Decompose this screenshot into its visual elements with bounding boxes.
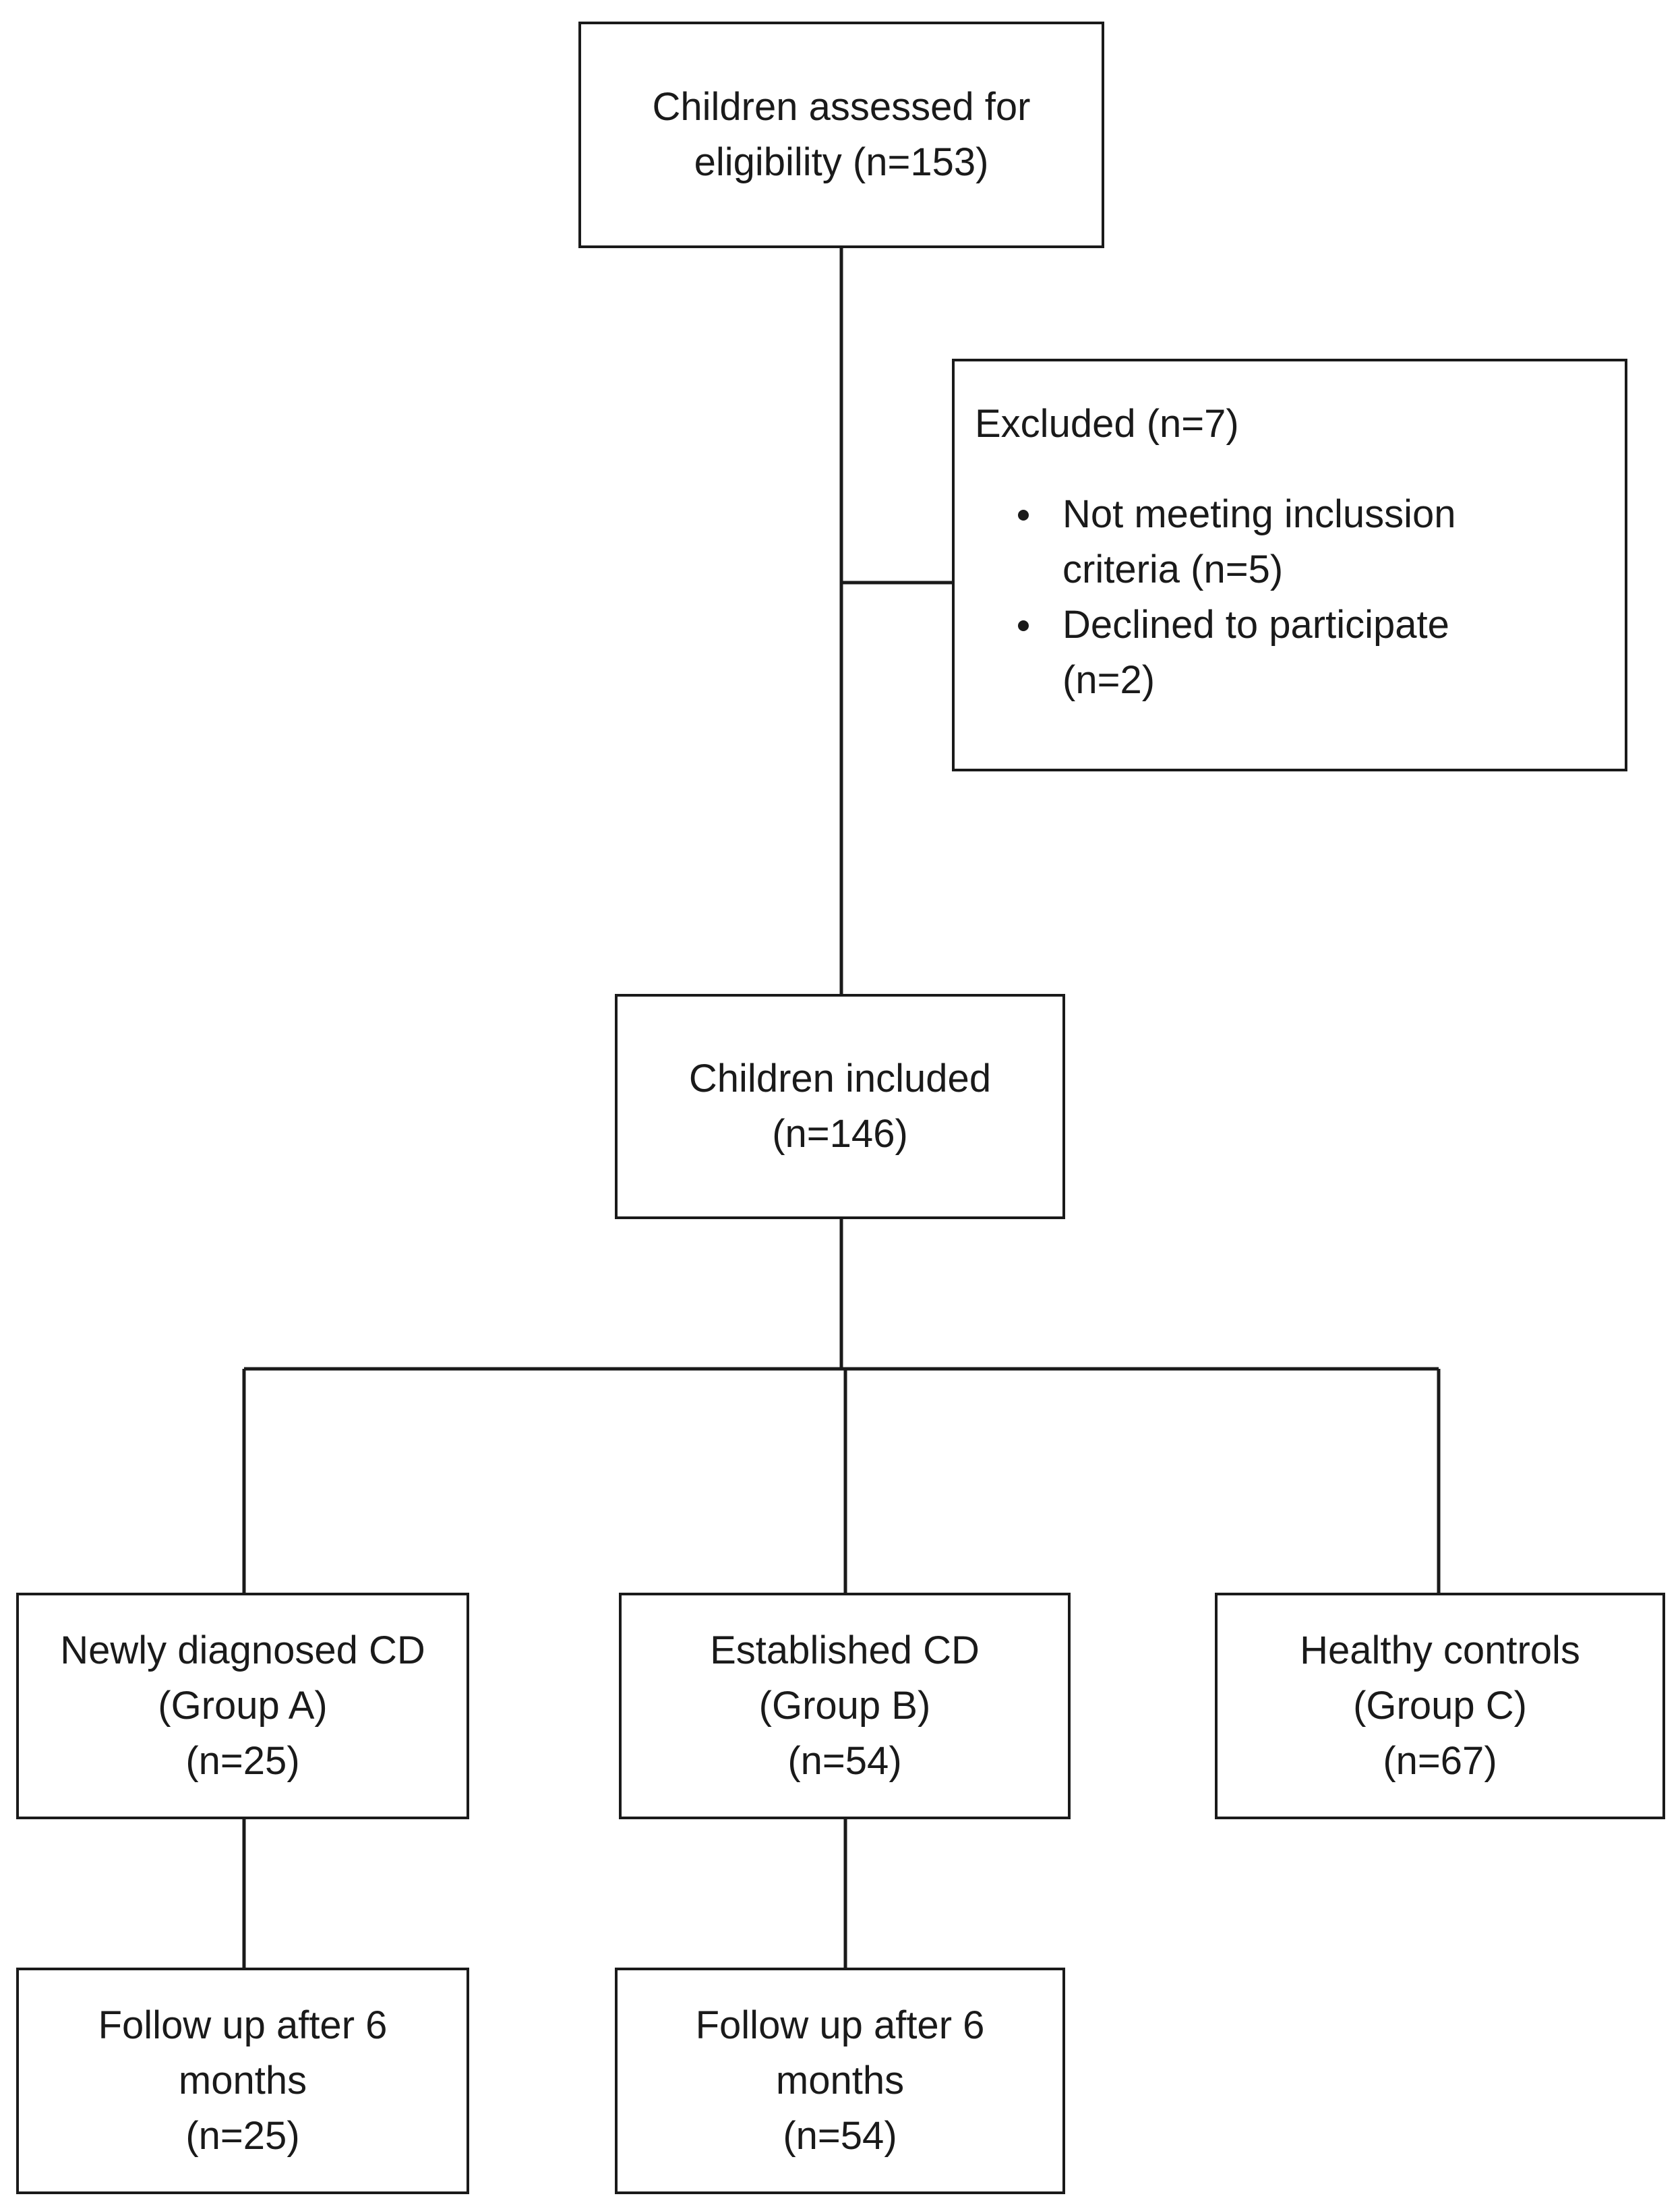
exclusion-reason-1-line-1: Not meeting inclussion (1062, 492, 1456, 536)
followup-a-box: Follow up after 6 months (n=25) (16, 1968, 469, 2194)
group-c-line-1: Healthy controls (1300, 1628, 1580, 1672)
followup-a-line-2: months (178, 2059, 307, 2102)
group-a-line-1: Newly diagnosed CD (60, 1628, 425, 1672)
group-b-line-1: Established CD (710, 1628, 980, 1672)
group-a-box: Newly diagnosed CD (Group A) (n=25) (16, 1593, 469, 1819)
followup-b-line-3: (n=54) (783, 2114, 897, 2158)
followup-b-line-2: months (775, 2059, 905, 2102)
group-b-line-3: (n=54) (787, 1739, 902, 1783)
followup-b-line-1: Follow up after 6 (695, 2003, 985, 2047)
followup-a-line-3: (n=25) (185, 2114, 300, 2158)
exclusion-reason-2-line-1: Declined to participate (1062, 603, 1449, 647)
exclusion-reason-item: Not meeting inclussion criteria (n=5) (1018, 487, 1456, 597)
assessed-box: Children assessed for eligibility (n=153… (578, 22, 1104, 248)
followup-b-box: Follow up after 6 months (n=54) (615, 1968, 1065, 2194)
followup-a-line-1: Follow up after 6 (98, 2003, 388, 2047)
included-box: Children included (n=146) (615, 994, 1065, 1219)
group-c-box: Healthy controls (Group C) (n=67) (1215, 1593, 1665, 1819)
assessed-line-2: eligibility (n=153) (694, 140, 989, 184)
excluded-box: Excluded (n=7) Not meeting inclussion cr… (952, 359, 1627, 771)
group-b-box: Established CD (Group B) (n=54) (619, 1593, 1071, 1819)
exclusion-reason-1-line-2: criteria (n=5) (1062, 548, 1284, 591)
excluded-title: Excluded (n=7) (975, 402, 1239, 446)
group-c-line-3: (n=67) (1383, 1739, 1497, 1783)
group-a-line-2: (Group A) (158, 1684, 328, 1728)
exclusion-reason-item: Declined to participate (n=2) (1018, 597, 1456, 708)
included-line-2: (n=146) (772, 1112, 908, 1156)
exclusion-reasons-list: Not meeting inclussion criteria (n=5) De… (975, 487, 1456, 708)
included-line-1: Children included (688, 1057, 992, 1100)
exclusion-reason-2-line-2: (n=2) (1062, 658, 1156, 702)
assessed-line-1: Children assessed for (652, 85, 1031, 129)
group-b-line-2: (Group B) (758, 1684, 931, 1728)
group-a-line-3: (n=25) (185, 1739, 300, 1783)
group-c-line-2: (Group C) (1353, 1684, 1527, 1728)
